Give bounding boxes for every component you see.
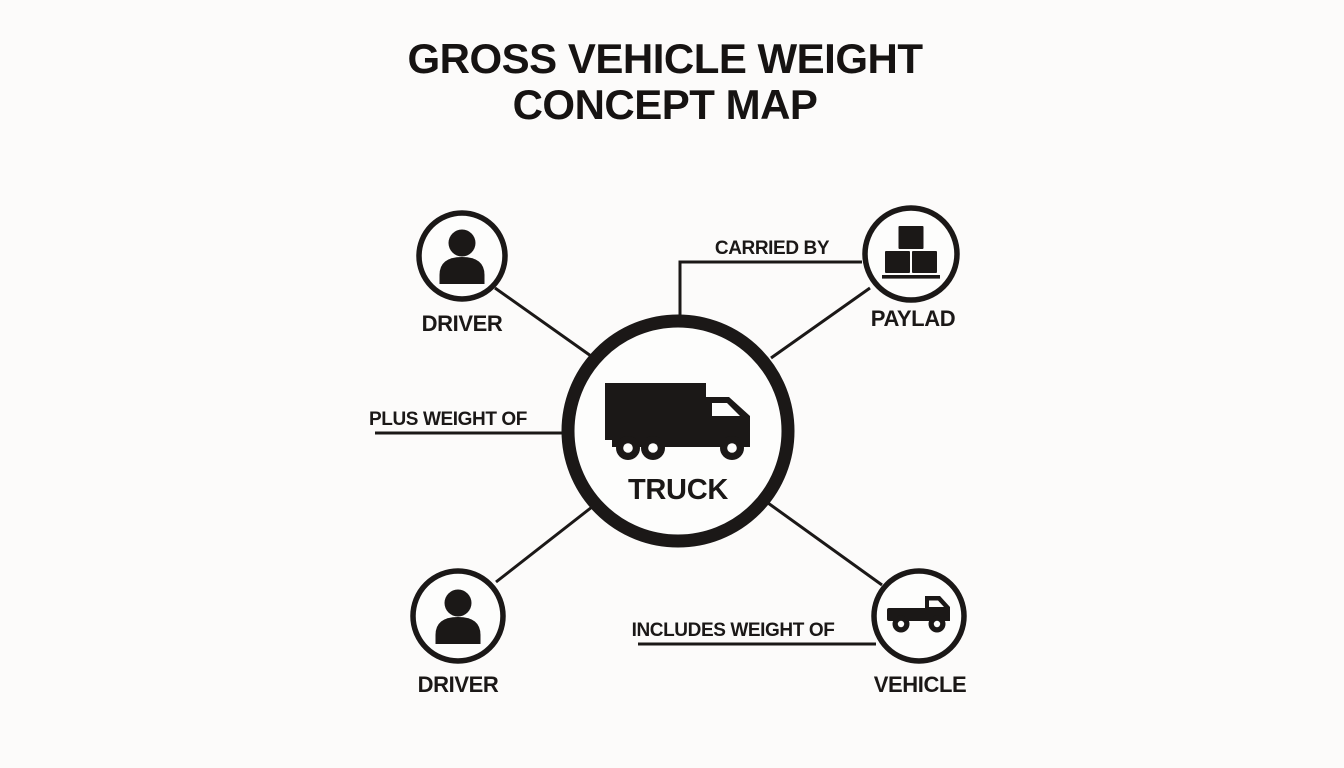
edge-driver-top-to-truck bbox=[494, 286, 592, 358]
person-icon bbox=[439, 229, 485, 284]
truck-node-label: TRUCK bbox=[628, 474, 728, 506]
person-icon bbox=[435, 589, 481, 644]
pickup-truck-icon bbox=[887, 596, 950, 633]
plus-weight-of-edge-label: PLUS WEIGHT OF bbox=[368, 409, 528, 430]
page-title: GROSS VEHICLE WEIGHT CONCEPT MAP bbox=[0, 36, 1330, 128]
driver-top-node-label: DRIVER bbox=[421, 311, 503, 336]
driver-bottom-node-label: DRIVER bbox=[417, 672, 499, 697]
payload-node-circle bbox=[862, 205, 960, 303]
edge-truck-to-driver-bottom bbox=[495, 505, 593, 584]
cargo-boxes-icon bbox=[882, 226, 940, 279]
page-title-line1: GROSS VEHICLE WEIGHT bbox=[407, 35, 923, 82]
payload-node-label: PAYLAD bbox=[870, 306, 956, 331]
carried-by-edge-label: CARRIED BY bbox=[714, 238, 830, 259]
page-title-line2: CONCEPT MAP bbox=[512, 81, 818, 128]
edge-truck-to-vehicle bbox=[767, 501, 883, 587]
includes-weight-of-edge-label: INCLUDES WEIGHT OF bbox=[631, 620, 835, 641]
box-truck-icon bbox=[605, 383, 750, 460]
edge-truck-to-payload bbox=[770, 286, 871, 360]
vehicle-node-label: VEHICLE bbox=[873, 672, 967, 697]
edge-carried-by-connector bbox=[678, 260, 862, 318]
